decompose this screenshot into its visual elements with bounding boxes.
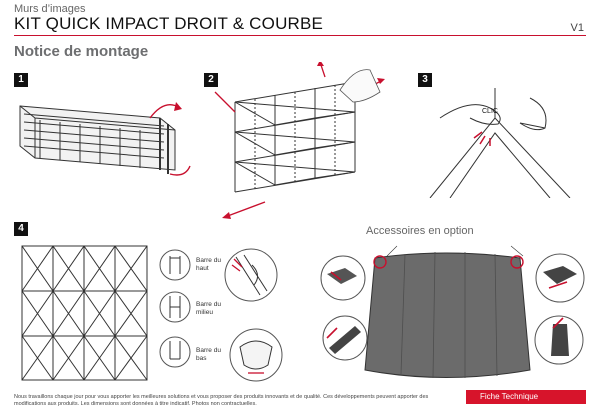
step3-click-lock-illustration (420, 78, 590, 198)
bottom-bar-label: Barre du bas (196, 347, 221, 362)
step-number-2: 2 (204, 73, 218, 87)
click-label: CLIC (482, 108, 498, 115)
bar-insertion-detail-circle-2 (226, 325, 286, 385)
accessories-curved-wall-illustration (305, 240, 590, 385)
header-subtitle: Murs d’images (14, 3, 86, 15)
page-title: KIT QUICK IMPACT DROIT & COURBE (14, 14, 324, 33)
accessories-title: Accessoires en option (366, 225, 474, 237)
step4-frame-grid-illustration (12, 238, 157, 388)
middle-bar-label: Barre du milieu (196, 301, 221, 316)
top-bar-label: Barre du haut (196, 257, 221, 272)
section-title: Notice de montage (14, 43, 149, 60)
step2-expanding-frame-illustration (205, 62, 395, 222)
step-number-4: 4 (14, 222, 28, 236)
header-divider (14, 35, 586, 36)
bottom-bar-detail-circle (158, 335, 192, 369)
fiche-technique-badge: Fiche Technique (466, 390, 586, 404)
step-number-1: 1 (14, 73, 28, 87)
middle-bar-detail-circle (158, 290, 192, 324)
bar-insertion-detail-circle-1 (222, 245, 280, 305)
top-bar-detail-circle (158, 248, 192, 282)
version-label: V1 (570, 22, 584, 34)
step-number-3: 3 (418, 73, 432, 87)
footer-disclaimer: Nous travaillons chaque jour pour vous a… (14, 394, 429, 407)
step1-folded-frame-illustration (10, 78, 195, 193)
